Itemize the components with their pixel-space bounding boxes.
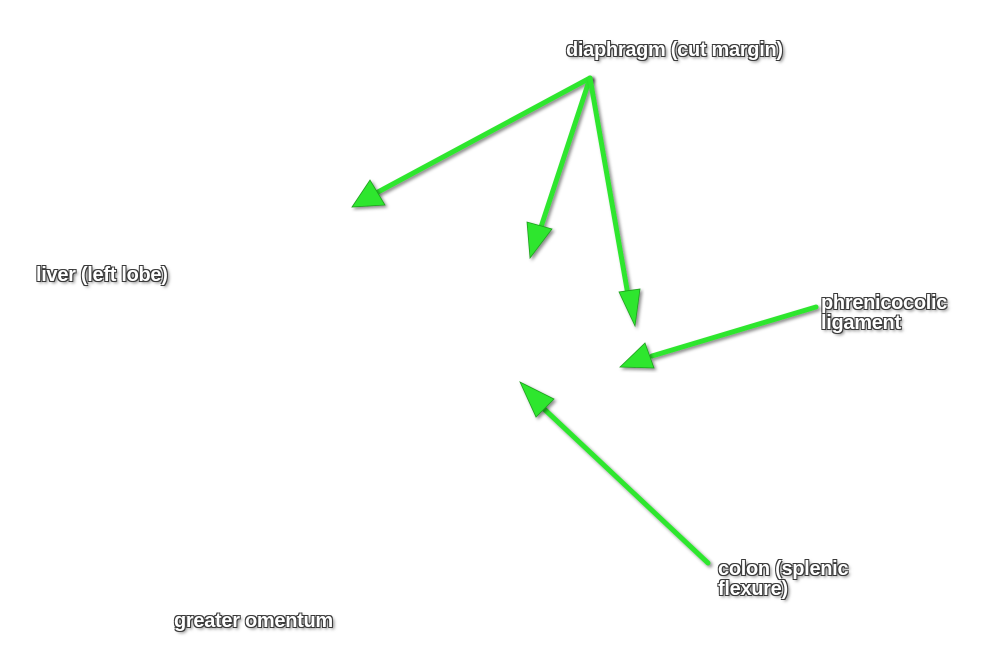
label-liver-text: liver (left lobe) [36,264,168,286]
label-diaphragm-text: diaphragm (cut margin) [566,39,783,61]
label-colon-line2: flexure) [718,578,788,600]
label-phrenicocolic-line1: phrenicocolic [821,292,948,314]
label-phrenicocolic-line2: ligament [821,312,901,334]
colon-arrow [519,381,711,566]
label-phrenicocolic-ligament: phrenicocolic ligament [821,293,947,333]
diaphragm-arrow-right [587,75,641,328]
label-greater-omentum: greater omentum [174,611,333,631]
label-omentum-text: greater omentum [174,610,333,632]
label-colon-line1: colon (splenic [718,558,849,580]
phrenicocolic-arrow [619,304,819,369]
label-liver: liver (left lobe) [36,265,168,285]
label-diaphragm: diaphragm (cut margin) [566,40,783,60]
diaphragm-arrow-left [351,75,593,208]
diaphragm-arrow-middle [526,75,593,260]
label-colon-splenic-flexure: colon (splenic flexure) [718,558,849,600]
